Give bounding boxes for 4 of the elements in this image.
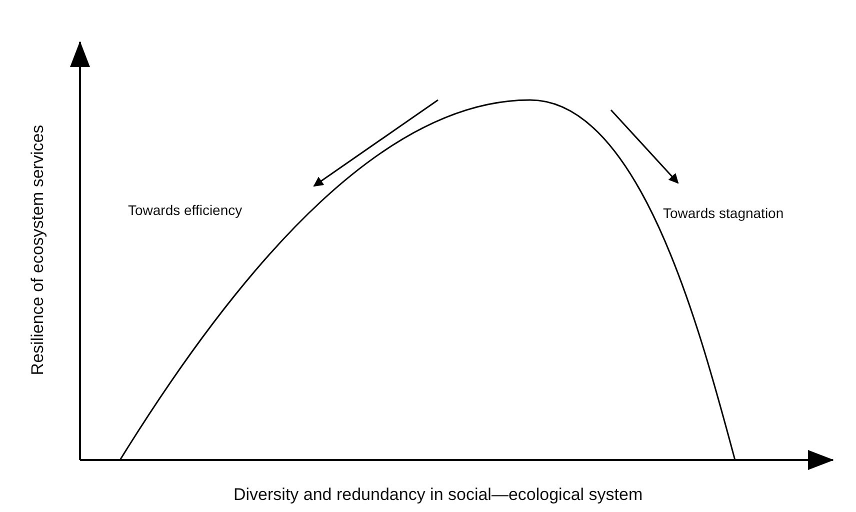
annotation-label: Towards efficiency	[128, 202, 242, 218]
annotation-label: Towards stagnation	[663, 205, 784, 221]
x-axis-label: Diversity and redundancy in social—ecological system	[234, 485, 643, 505]
y-axis-label: Resilience of ecosystem services	[28, 124, 48, 376]
